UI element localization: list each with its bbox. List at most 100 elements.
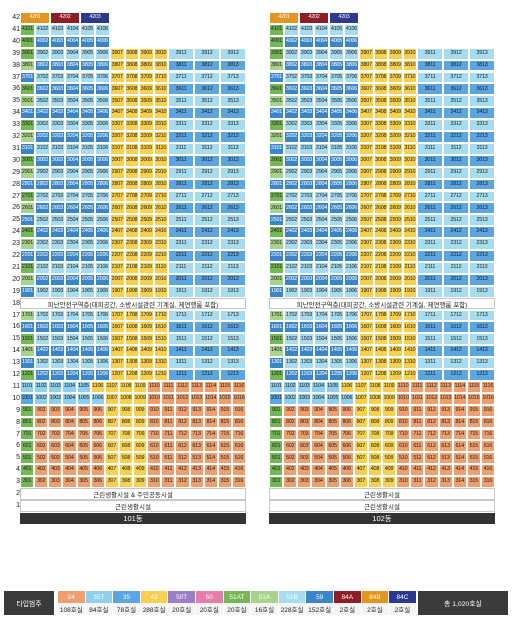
unit-cell: 1112 xyxy=(424,380,439,393)
unit-cell: 1712 xyxy=(443,309,469,322)
floor1-band: 근린생활시설 xyxy=(20,499,246,512)
unit-cell: 4001 xyxy=(269,35,284,48)
unit-cell: 315 xyxy=(217,476,232,488)
unit-cell: 1312 xyxy=(443,357,469,369)
unit-cell: 3704 xyxy=(65,71,80,84)
unit-cell: 3705 xyxy=(80,71,95,84)
unit-cell: 3607 xyxy=(110,83,125,96)
unit-cell: 3403 xyxy=(50,107,65,120)
unit-cell: 1702 xyxy=(284,309,299,322)
unit-cell: 3508 xyxy=(373,95,388,108)
legend-type-swatch: 50T xyxy=(168,591,195,603)
floor1-band: 근린생활시설 xyxy=(269,499,495,512)
unit-cell: 3013 xyxy=(469,154,495,167)
unit-cell: 4002 xyxy=(35,35,50,48)
unit-cell: 3111 xyxy=(168,142,194,155)
unit-cell: 3211 xyxy=(417,131,443,143)
unit-cell: 3104 xyxy=(65,142,80,155)
unit-cell: 2803 xyxy=(299,178,314,191)
unit-cell: 1002 xyxy=(283,392,298,405)
unit-cell: 1703 xyxy=(50,309,65,322)
unit-cell: 1101 xyxy=(269,380,284,393)
unit-cell: 1307 xyxy=(110,357,125,369)
unit-cell: 1208 xyxy=(124,369,139,381)
unit-cell: 816 xyxy=(480,416,495,429)
unit-cell: 511 xyxy=(161,452,176,465)
unit-cell: 1403 xyxy=(50,345,65,358)
unit-cell: 3710 xyxy=(153,71,168,84)
unit-cell: 2904 xyxy=(65,166,80,179)
unit-cell: 515 xyxy=(217,452,232,465)
unit-cell: 3703 xyxy=(299,71,314,84)
unit-cell: 1904 xyxy=(65,285,80,298)
unit-cell: 3709 xyxy=(388,71,403,84)
unit-cell: 1203 xyxy=(299,369,314,381)
unit-cell: 3606 xyxy=(344,83,359,96)
unit-cell: 3306 xyxy=(344,119,359,131)
unit-cell: 1116 xyxy=(480,380,495,393)
unit-cell: 1611 xyxy=(168,321,194,334)
unit-cell: 3901 xyxy=(20,47,35,60)
unit-cell: 1613 xyxy=(220,321,246,334)
unit-cell: 1005 xyxy=(76,392,91,405)
unit-cell: 2911 xyxy=(168,166,194,179)
unit-cell: 610 xyxy=(147,440,162,453)
unit-cell: 1605 xyxy=(329,321,344,334)
unit-cell: 405 xyxy=(325,464,340,477)
unit-cell: 1306 xyxy=(95,357,110,369)
unit-cell: 414 xyxy=(452,464,467,477)
unit-cell: 3105 xyxy=(329,142,344,155)
floor-label: 31 xyxy=(12,144,20,152)
unit-cell: 3001 xyxy=(269,154,284,167)
unit-cell: 3003 xyxy=(299,154,314,167)
unit-cell: 602 xyxy=(34,440,49,453)
unit-cell: 3409 xyxy=(388,107,403,120)
unit-cell: 1014 xyxy=(203,392,218,405)
unit-cell: 610 xyxy=(396,440,411,453)
unit-cell: 2412 xyxy=(194,226,220,239)
unit-cell: 3109 xyxy=(139,142,154,155)
unit-cell: 2202 xyxy=(35,250,50,262)
unit-cell: 4101 xyxy=(20,23,35,36)
unit-cell-top: 4202 xyxy=(299,12,329,24)
unit-cell: 2902 xyxy=(284,166,299,179)
unit-cell: 3005 xyxy=(80,154,95,167)
unit-cell: 3311 xyxy=(168,119,194,131)
unit-cell: 1306 xyxy=(344,357,359,369)
unit-cell: 2110 xyxy=(153,261,168,274)
unit-cell: 2212 xyxy=(443,250,469,262)
unit-cell: 2307 xyxy=(359,238,374,250)
unit-cell: 3708 xyxy=(373,71,388,84)
unit-cell-top: 4202 xyxy=(50,12,80,24)
floor-label: 2 xyxy=(16,490,20,497)
unit-cell: 711 xyxy=(410,428,425,441)
unit-cell: 3902 xyxy=(284,47,299,60)
unit-cell: 2208 xyxy=(373,250,388,262)
unit-cell: 2209 xyxy=(388,250,403,262)
unit-cell: 809 xyxy=(133,416,148,429)
unit-cell: 3903 xyxy=(50,47,65,60)
unit-cell: 2906 xyxy=(95,166,110,179)
unit-cell: 1103 xyxy=(48,380,63,393)
legend-type-swatch: 35 xyxy=(113,591,140,603)
unit-cell: 310 xyxy=(396,476,411,488)
unit-cell: 2713 xyxy=(469,190,495,203)
unit-cell: 3409 xyxy=(139,107,154,120)
unit-cell: 2311 xyxy=(417,238,443,250)
floor-label: 26 xyxy=(12,204,20,212)
unit-cell: 516 xyxy=(231,452,246,465)
unit-cell: 2304 xyxy=(65,238,80,250)
unit-cell: 504 xyxy=(62,452,77,465)
unit-cell: 2601 xyxy=(20,202,35,215)
floor2-band: 근린생활시설 & 주민공동시설 xyxy=(20,488,246,500)
unit-cell: 2512 xyxy=(443,214,469,227)
unit-cell: 411 xyxy=(410,464,425,477)
unit-cell: 2104 xyxy=(65,261,80,274)
unit-cell: 609 xyxy=(133,440,148,453)
unit-cell: 908 xyxy=(118,404,133,417)
unit-cell: 2403 xyxy=(299,226,314,239)
unit-cell: 3906 xyxy=(344,47,359,60)
unit-cell: 613 xyxy=(189,440,204,453)
floor-label: 37 xyxy=(12,73,20,81)
